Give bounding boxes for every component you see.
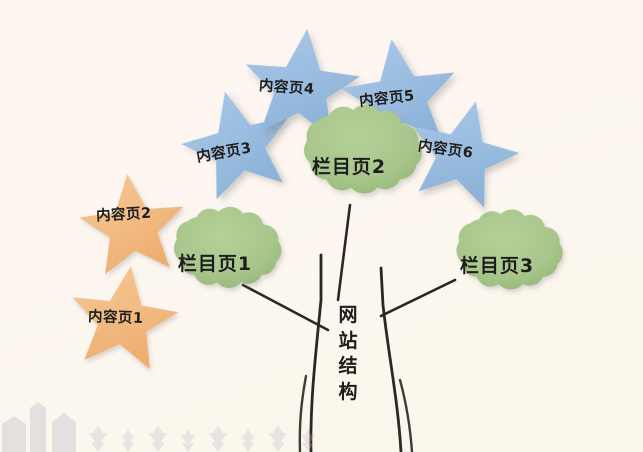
branch-to-section-1: [241, 283, 330, 332]
section-page-1-canopy[interactable]: [174, 206, 282, 288]
branch-to-section-2: [336, 203, 352, 302]
branch-to-section-3: [379, 278, 457, 318]
content-page-2-star[interactable]: [75, 168, 190, 277]
section-page-3-canopy[interactable]: [456, 209, 563, 290]
tree-trunk: [298, 253, 414, 452]
branch-lines: [241, 203, 457, 332]
content-page-1-star[interactable]: [64, 258, 184, 372]
content-page-stars-orange: [64, 168, 190, 372]
